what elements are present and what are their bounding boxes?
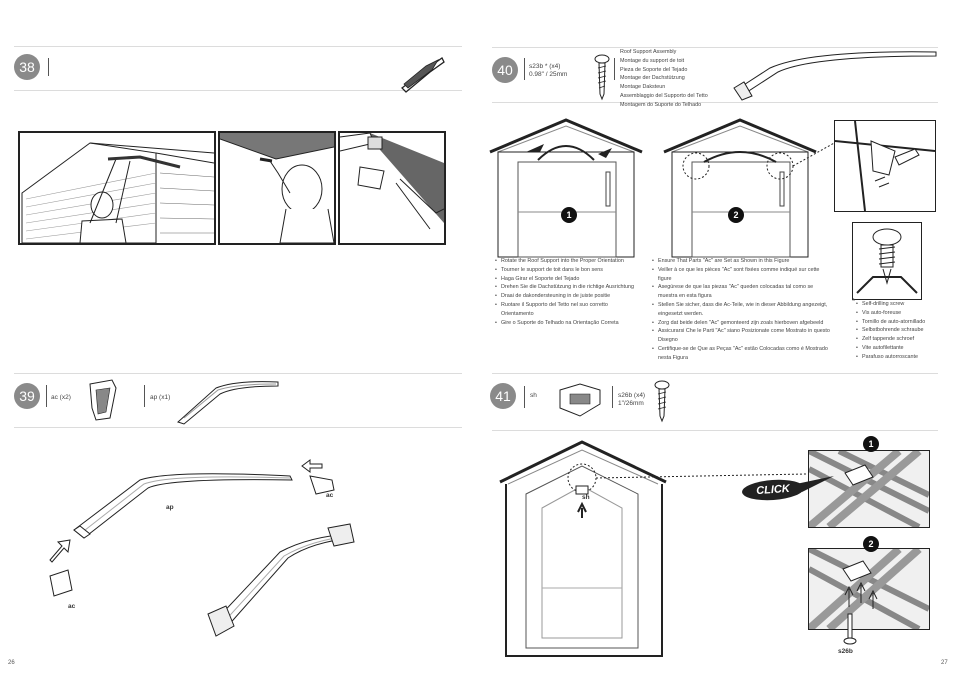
screw-type-list: Self-drilling screw Vis auto-foreuse Tor… (856, 300, 946, 362)
screw-s23b-size: 0.98" / 25mm (529, 71, 568, 78)
instruction-rotate-pt: Gire o Suporte do Telhado na Orientação … (495, 319, 635, 328)
label-ac-bottom: ac (68, 603, 76, 610)
screw-type-it: Vite autofilettante (856, 344, 946, 353)
title-en: Roof Support Assembly (620, 49, 677, 55)
roof-support-assembly-icon (733, 51, 937, 101)
instruction-rotate-fr: Tourner le support de toit dans le bon s… (495, 266, 635, 275)
part-ap-count: ap (x1) (150, 394, 171, 401)
title-it: Assemblaggio del Supporto del Tetto (620, 92, 708, 99)
shed-front-drawing-2 (663, 118, 837, 258)
label-sh: sh (582, 494, 590, 501)
title-fr: Montage du support de toit (620, 57, 685, 64)
step40-detail-zoom (834, 120, 936, 212)
screw-icon (594, 54, 610, 101)
title-pt: Montagem do Suporte do Telhado (620, 101, 702, 108)
instruction-rotate-de: Drehen Sie die Dachstützung in die richt… (495, 283, 635, 292)
step38-panel-ceiling (218, 131, 336, 245)
screw-s26b-icon (654, 380, 670, 423)
part-ac-count: ac (x2) (51, 394, 71, 401)
step41-badge-2: 2 (863, 536, 879, 552)
step-number-40: 40 (492, 57, 518, 83)
screw-type-es: Tornillo de auto-atornillado (856, 318, 946, 327)
screw-type-pt: Parafuso autorroscante (856, 353, 946, 362)
step41-badge-1: 1 (863, 436, 879, 452)
screw-detail-box (852, 222, 922, 300)
instruction-rotate-nl: Draai de dakondersteuning in de juiste p… (495, 292, 635, 301)
step41-detail-1 (808, 450, 930, 528)
instruction-ac-es: Asegúrese de que las piezas "Ac" queden … (652, 283, 834, 301)
label-ac-top: ac (326, 492, 334, 499)
click-pointer (796, 476, 834, 492)
label-s26b: s26b (838, 648, 853, 655)
instruction-ac-pt: Certifique-se de Que as Peças "Ac" estão… (652, 345, 834, 363)
title-de: Montage der Dachstützung (620, 75, 685, 82)
step41-detail-2 (808, 548, 930, 630)
instruction-rotate-it: Ruotare il Supporto del Tetto nel suo co… (495, 301, 635, 319)
screw-s26b-code: s26b (x4) (618, 392, 646, 399)
instruction-ac-en: Ensure That Parts "Ac" are Set as Shown … (652, 257, 834, 266)
sh-clip-icon (559, 383, 601, 417)
instructions-rotate-list: Rotate the Roof Support into the Proper … (495, 257, 635, 327)
screw-star: * (852, 297, 856, 306)
ac-bracket-icon (89, 379, 117, 421)
screw-type-fr: Vis auto-foreuse (856, 309, 946, 318)
instruction-ac-de: Stellen Sie sicher, dass die Ac-Teile, w… (652, 301, 834, 319)
step39-assembly-drawing (49, 459, 355, 637)
page-number-left: 26 (8, 660, 15, 666)
step38-panel-roof-lift (18, 131, 216, 245)
instruction-ac-it: Assicurarsi Che le Parti "Ac" siano Posi… (652, 327, 834, 345)
drawing-badge-2: 2 (728, 207, 744, 223)
title-es: Pieza de Soporte del Tejado (620, 66, 688, 73)
step-number-39: 39 (14, 383, 40, 409)
drawing-badge-1: 1 (561, 207, 577, 223)
screw-type-de: Selbstbohrende schraube (856, 326, 946, 335)
label-ap: ap (166, 504, 174, 511)
step-number-41: 41 (490, 383, 516, 409)
step40-title-list: Roof Support Assembly Montage du support… (620, 48, 750, 110)
step-number-38: 38 (14, 54, 40, 80)
page-number-right: 27 (941, 660, 948, 666)
step41-shed-drawing (499, 440, 807, 657)
part-sh: sh (530, 392, 537, 399)
instruction-ac-nl: Zorg dat beide delen "Ac" gemonteerd zij… (652, 319, 834, 328)
instruction-rotate-en: Rotate the Roof Support into the Proper … (495, 257, 635, 266)
pliers-icon (401, 57, 445, 93)
instructions-ac-list: Ensure That Parts "Ac" are Set as Shown … (652, 257, 834, 363)
step38-panel-corner (338, 131, 446, 245)
screw-type-nl: Zelf tappende schroef (856, 335, 946, 344)
screw-type-en: Self-drilling screw (856, 300, 946, 309)
ap-roof-support-icon (177, 381, 279, 425)
shed-front-drawing-1 (489, 118, 643, 258)
title-nl: Montage Daksteun (620, 84, 666, 91)
screw-s23b-code: s23b * (x4) (529, 63, 561, 70)
s26b-screw-drawing (843, 613, 857, 645)
screw-s26b-size: 1"/26mm (618, 400, 644, 407)
instruction-ac-fr: Veiller à ce que les pièces "Ac" sont fi… (652, 266, 834, 284)
instruction-rotate-es: Haga Girar el Soporte del Tejado (495, 275, 635, 284)
